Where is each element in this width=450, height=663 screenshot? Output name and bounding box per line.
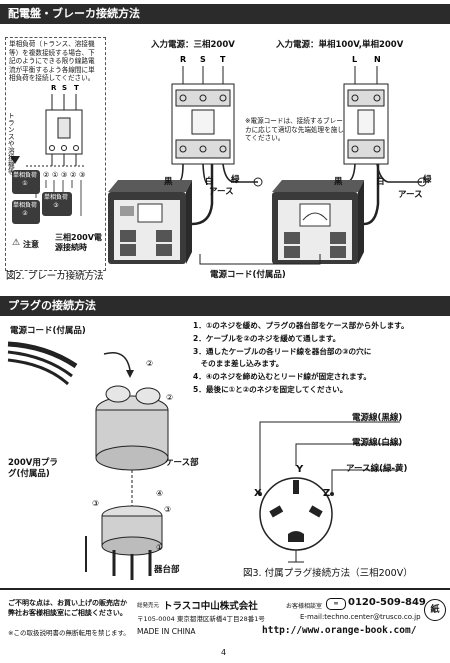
plug-label: 200V用プラグ(付属品) [8,458,58,479]
section1-title: 配電盤・ブレーカ接続方法 [0,4,450,24]
svg-text:③: ③ [61,171,67,179]
step-1: 1．①のネジを緩め、プラグの器台部をケース部から外します。 [193,321,409,330]
right-black: 黒 [334,177,343,187]
svg-text:S: S [200,55,206,64]
svg-text:④: ④ [156,489,163,498]
plug-wiring-diagram [258,421,400,563]
svg-text:②: ② [43,171,49,179]
footer-note: ご不明な点は、お買い上げの販売店か弊社お客様相談室にご相談ください。 [8,599,127,617]
wire-white-label: 電源線(白線) [352,438,403,448]
load2-label: 単相負荷② [13,202,38,217]
page-number: 4 [221,648,227,657]
small-s: S [62,84,67,92]
small-breaker-diagram: R S T ①②① ③②③ [10,84,86,224]
case-label: ケース部 [165,458,199,468]
footer-copyright: ※この取扱説明書の無断転用を禁じます。 [8,629,130,637]
footer-rule [0,588,450,590]
svg-text:①: ① [52,171,58,179]
website-url[interactable]: http://www.orange-book.com/ [262,625,417,636]
load1-label: 単相負荷① [13,172,38,187]
right-earth: アース [398,190,423,200]
svg-text:②: ② [146,359,153,368]
caution-icon: ⚠ [12,238,21,248]
base-label: 器台部 [154,565,180,575]
svg-text:②: ② [70,171,76,179]
freedial-icon: ∞ [326,598,346,610]
note-text: 単相負荷（トランス、溶接機等）を複数接続する場合、下記のようにできる限り線路電流… [9,40,95,82]
power-cord-pointer [199,254,321,265]
left-earth: アース [209,187,234,197]
caution-text: 三相200V電源接続時 [55,233,102,252]
left-black: 黒 [164,177,173,187]
s2-power-cord: 電源コード(付属品) [10,326,86,336]
terminal-z: Z [323,488,331,499]
svg-text:③: ③ [164,505,171,514]
left-green: 緑 [231,175,240,185]
svg-text:R: R [180,55,186,64]
phone-number: 0120-509-849 [348,597,426,608]
plug-exploded-view: ② ② ③ ④ ③ ① [7,341,173,580]
load3-label: 単相負荷③ [43,194,68,209]
step-3-cont: そのまま差し込みます。 [193,359,284,369]
terminal-y: Y [296,464,304,475]
caution-label: 注意 [23,240,39,249]
note-box [5,37,106,271]
svg-text:③: ③ [92,499,99,508]
company-name: トラスコ中山株式会社 [163,601,258,612]
section2-title: プラグの接続方法 [0,296,450,316]
steps-list: 1．①のネジを緩め、プラグの器台部をケース部から外します。 2．ケーブルを②のネ… [193,320,445,397]
side-label: トランスや溶接機等 [8,112,15,176]
step-4: 4．④のネジを締め込むとリード線が固定されます。 [193,372,372,382]
wire-earth-label: アース線(緑-黄) [346,464,408,474]
right-white: 白 [376,177,385,187]
svg-text:T: T [220,55,226,64]
svg-text:①: ① [156,543,163,552]
paper-recycle-mark: 紙 [424,599,446,621]
step-2: 2．ケーブルを②のネジを緩めて通します。 [193,333,341,343]
s1-power-cord: 電源コード(付属品) [210,270,286,280]
left-white: 白 [205,177,214,187]
terminal-x: X [254,488,262,499]
svg-text:L: L [352,55,357,64]
consult-label: お客様相談室 [286,603,323,610]
svg-text:N: N [374,55,381,64]
cord-note: ※電源コードは、接続するブレーカに応じて適切な先端処理を施してください。 [245,117,344,142]
step-3: 3．通したケーブルの各リード線を器台部の③の穴に [193,346,372,356]
svg-text:③: ③ [79,171,85,179]
address: 〒105-0004 東京都港区新橋4丁目28番1号 [137,615,265,623]
wire-black-label: 電源線(黒線) [352,413,403,423]
left-input-title: 入力電源：三相200V [151,40,235,50]
right-input-title: 入力電源：単相100V,単相200V [276,40,404,50]
three-phase-diagram: R S T [108,55,263,264]
small-r: R [51,84,57,92]
svg-text:②: ② [166,393,173,402]
made-in: MADE IN CHINA [137,627,196,636]
figure2-caption: 図2. ブレーカ接続方法 [6,271,104,282]
seller-label: 総発売元 [137,603,160,609]
email: E-mail:techno.center@trusco.co.jp [300,613,421,621]
right-green: 緑 [423,175,432,185]
figure3-caption: 図3. 付属プラグ接続方法（三相200V） [243,568,413,579]
small-t: T [74,84,79,92]
step-5: 5．最後に①と②のネジを固定してください。 [193,384,348,394]
